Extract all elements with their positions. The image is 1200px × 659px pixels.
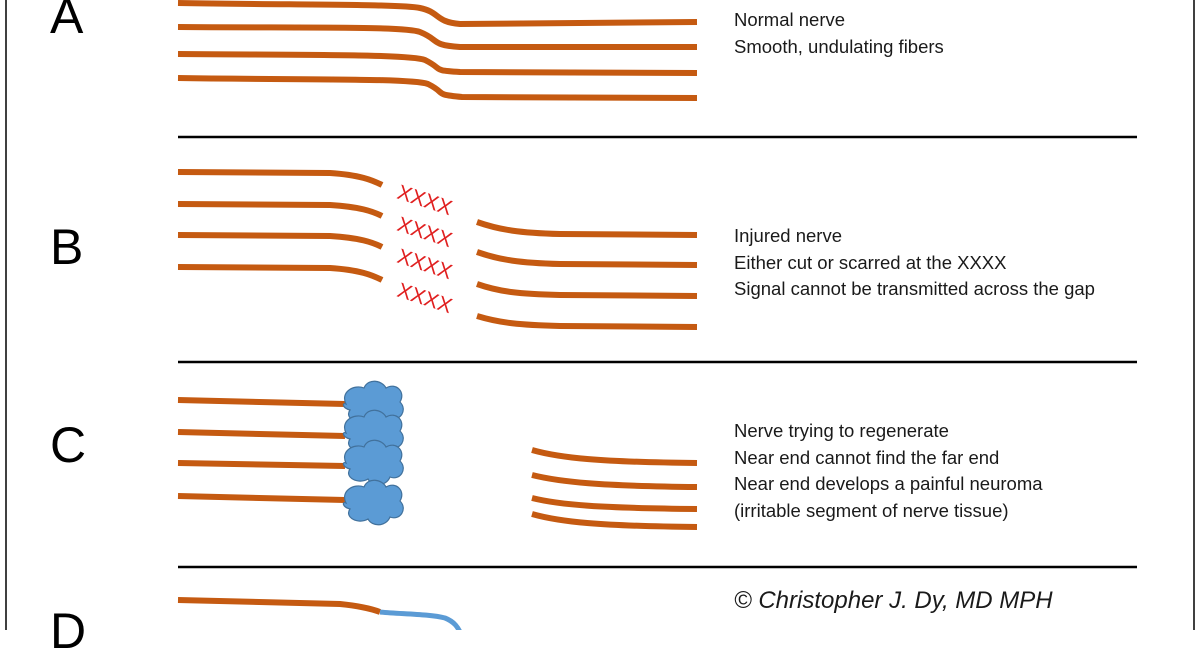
- near-fiber: [177, 460, 346, 469]
- near-fiber: [177, 493, 346, 503]
- normal-fiber: [177, 51, 698, 76]
- normal-fiber: [177, 0, 698, 28]
- neuroma-cloud: [342, 380, 404, 427]
- copyright-notice: © Christopher J. Dy, MD MPH: [734, 587, 1053, 614]
- nerve-injury-diagram: XXXX XXXX XXXX XXXX: [5, 0, 1195, 630]
- far-fiber: [476, 219, 698, 238]
- near-fiber: [177, 169, 384, 188]
- neuroma-cloud: [342, 439, 404, 486]
- scar-marks: XXXX XXXX XXXX XXXX: [394, 181, 454, 318]
- panel-b-fibers: [177, 169, 698, 330]
- caption-line: Near end cannot find the far end: [734, 446, 1000, 468]
- far-fiber: [531, 511, 698, 530]
- panel-a-fibers: [177, 0, 698, 101]
- far-fiber: [531, 495, 698, 512]
- panel-a-caption: Normal nerve Smooth, undulating fibers: [734, 7, 944, 60]
- caption-line: Nerve trying to regenerate: [734, 420, 949, 441]
- far-fiber: [476, 249, 698, 268]
- caption-line: Normal nerve: [734, 9, 846, 30]
- graft-fiber: [379, 609, 462, 630]
- near-fiber: [177, 232, 384, 250]
- near-fiber: [177, 397, 346, 407]
- caption-line: Smooth, undulating fibers: [734, 35, 944, 57]
- caption-line: (irritable segment of nerve tissue): [734, 499, 1009, 521]
- far-fiber: [476, 313, 698, 330]
- far-fiber: [531, 472, 698, 490]
- panel-letter-b: B: [50, 219, 84, 275]
- neuroma: [342, 380, 404, 526]
- caption-line: Either cut or scarred at the XXXX: [734, 251, 1007, 273]
- caption-line: Signal cannot be transmitted across the …: [734, 278, 1095, 299]
- panel-b-caption: Injured nerve Either cut or scarred at t…: [734, 223, 1095, 303]
- far-fiber: [531, 447, 698, 466]
- neuroma-cloud: [342, 409, 404, 456]
- caption-line: Near end develops a painful neuroma: [734, 473, 1043, 494]
- panel-c-caption: Nerve trying to regenerate Near end cann…: [734, 418, 1043, 524]
- panel-letter-a: A: [50, 0, 84, 44]
- neuroma-cloud: [342, 479, 404, 526]
- normal-fiber: [177, 75, 698, 101]
- near-fiber: [177, 597, 382, 615]
- far-fiber: [476, 281, 698, 299]
- panel-letter-d: D: [50, 603, 87, 659]
- near-fiber: [177, 264, 384, 283]
- caption-line: Injured nerve: [734, 225, 842, 246]
- panel-c-fibers: [177, 397, 698, 530]
- panel-d-fibers: [177, 597, 462, 630]
- scar-mark: XXXX: [394, 279, 454, 318]
- near-fiber: [177, 429, 346, 439]
- normal-fiber: [177, 24, 697, 50]
- near-fiber: [177, 201, 384, 219]
- panel-letter-c: C: [50, 417, 87, 473]
